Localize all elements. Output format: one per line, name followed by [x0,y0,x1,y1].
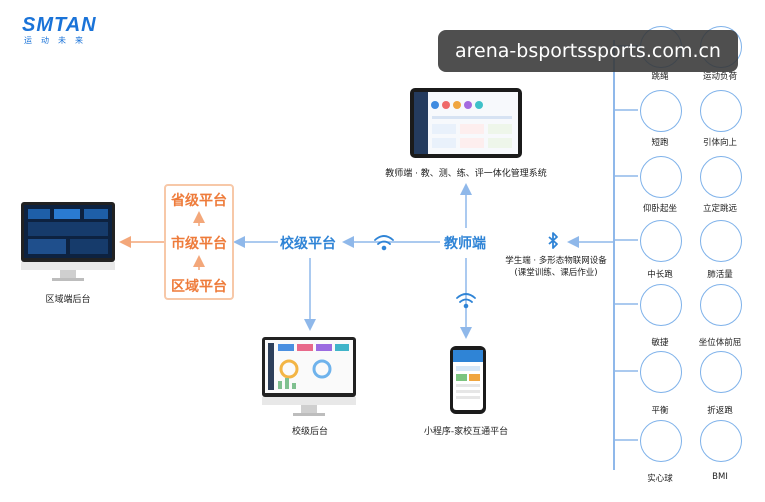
device-label-medicine-ball: 实心球 [647,474,673,484]
device-label-exercise-load: 运动负荷 [702,72,737,82]
long-jump-mat-icon [700,156,742,198]
balance-disc-icon [640,351,682,393]
sit-reach-icon [700,284,742,326]
device-label-shuttle-run: 折返跑 [707,406,733,416]
wifi-icon [374,235,394,251]
device-label-jump-rope: 跳绳 [651,72,669,82]
device-label-bmi: BMI [712,472,728,482]
watermark-url-banner: arena-bsportssports.com.cn [438,30,738,72]
device-label-sit-up: 仰卧起坐 [642,204,677,214]
device-label-pull-up: 引体向上 [702,138,737,148]
school-platform-label: 校级平台 [280,236,336,252]
device-label-vital-capacity: 肺活量 [707,270,733,280]
device-label-long-jump: 立定跳远 [702,204,737,214]
district-backend-label: 区域端后台 [45,295,91,305]
brand-tagline: 运动未来 [24,36,92,45]
sprint-timer-icon [640,90,682,132]
district-monitor-image [21,202,115,281]
device-label-sit-reach: 坐位体前屈 [698,338,742,348]
teacher-tablet-image [410,88,522,158]
device-label-middle-run: 中长跑 [647,270,673,280]
cone-icon [700,351,742,393]
wifi-icon-lower [456,293,476,309]
wristband-icon [640,220,682,262]
height-scale-icon [700,420,742,462]
school-monitor-image [262,337,356,416]
device-bus-ticks [614,45,638,441]
device-label-balance: 平衡 [651,406,669,416]
device-label-sprint: 短跑 [651,138,669,148]
device-label-agility: 敏捷 [651,338,669,348]
agility-pad-icon [640,284,682,326]
regional-platform-box [164,184,234,300]
medicine-ball-icon [640,420,682,462]
mini-program-label: 小程序-家校互通平台 [423,427,509,437]
municipal-platform-label: 市级平台 [171,236,227,252]
bluetooth-icon [548,232,558,249]
pull-up-sensor-icon [700,90,742,132]
student-terminal-sublabel: (课堂训练、课后作业) [514,268,598,278]
teacher-system-label: 教师端 · 教、测、练、评一体化管理系统 [385,169,547,179]
sit-up-mat-icon [640,156,682,198]
brand-logo: SMTAN [22,14,97,36]
provincial-platform-label: 省级平台 [171,193,227,209]
district-platform-label: 区域平台 [171,279,227,295]
mini-program-phone-image [450,346,486,414]
spirometer-icon [700,220,742,262]
student-terminal-label: 学生端 · 多形态物联网设备 [505,256,607,266]
teacher-terminal-label: 教师端 [444,236,486,252]
school-backend-label: 校级后台 [291,427,328,437]
